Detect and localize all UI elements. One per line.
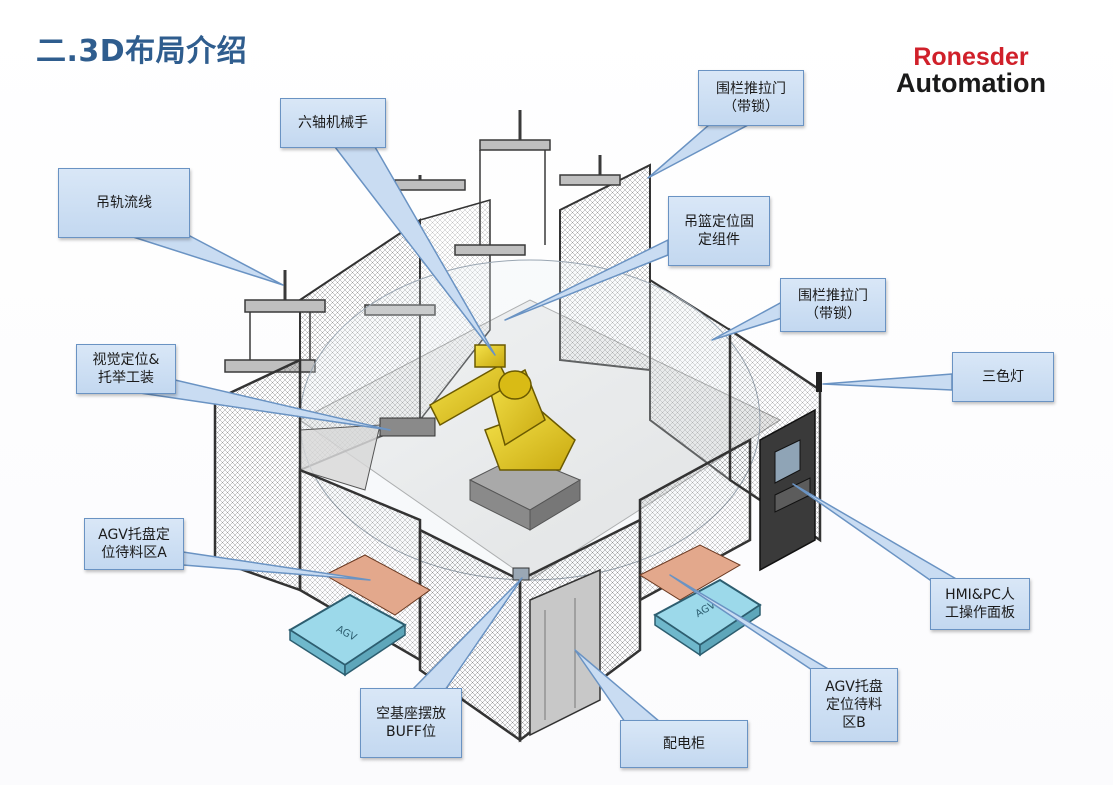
callout-hanging-rail-line: 吊轨流线 <box>58 168 190 238</box>
callout-basket-fixture-text: 吊篮定位固 定组件 <box>684 214 754 248</box>
callout-tricolor-light: 三色灯 <box>952 352 1054 402</box>
electric-cabinet <box>529 568 601 737</box>
logo-line-automation: Automation <box>896 68 1046 98</box>
pointer-fence-door-right <box>711 301 783 341</box>
pointer-hanging-rail <box>129 235 284 286</box>
tricolor-light <box>816 372 822 392</box>
callout-pointers <box>129 123 959 723</box>
hanging-rail-assembly <box>224 110 621 373</box>
callout-agv-station-a: AGV托盘定 位待料区A <box>84 518 184 570</box>
agv-cart-a: AGV <box>288 593 407 677</box>
slide-title: 二.3D布局介绍 <box>36 34 248 69</box>
callout-vision-fixture-text: 视觉定位& 托举工装 <box>92 352 160 386</box>
callout-agv-station-a-text: AGV托盘定 位待料区A <box>98 527 170 561</box>
callout-fence-door-top: 围栏推拉门 （带锁） <box>698 70 804 126</box>
agv-pallet-a <box>323 554 431 616</box>
callout-hmi-panel: HMI&PC人 工操作面板 <box>930 578 1030 630</box>
callout-hmi-panel-text: HMI&PC人 工操作面板 <box>945 587 1015 621</box>
callout-agv-station-b-text: AGV托盘 定位待料 区B <box>825 679 883 731</box>
callout-buff-base-text: 空基座摆放 BUFF位 <box>376 706 446 740</box>
callout-electric-cabinet: 配电柜 <box>620 720 748 768</box>
callout-six-axis-robot: 六轴机械手 <box>280 98 386 148</box>
callout-basket-fixture: 吊篮定位固 定组件 <box>668 196 770 266</box>
callout-hanging-rail-line-text: 吊轨流线 <box>96 195 152 211</box>
agv-pallet-b <box>638 544 742 601</box>
callout-fence-door-top-text: 围栏推拉门 （带锁） <box>716 81 786 115</box>
fence-front-right-2 <box>638 437 752 603</box>
callout-six-axis-robot-text: 六轴机械手 <box>298 115 368 131</box>
company-logo: Ronesder Automation <box>878 43 1064 98</box>
pointer-tricolor-light <box>822 373 953 391</box>
callout-fence-door-right: 围栏推拉门 （带锁） <box>780 278 886 332</box>
callout-fence-door-right-text: 围栏推拉门 （带锁） <box>798 288 868 322</box>
callout-tricolor-light-text: 三色灯 <box>982 369 1024 385</box>
logo-line-ronesder: Ronesder <box>913 43 1029 71</box>
callout-electric-cabinet-text: 配电柜 <box>663 736 705 752</box>
callout-buff-base: 空基座摆放 BUFF位 <box>360 688 462 758</box>
pointer-fence-door-top <box>647 123 751 179</box>
callout-agv-station-b: AGV托盘 定位待料 区B <box>810 668 898 742</box>
hmi-screen <box>774 439 801 484</box>
six-axis-robot <box>379 344 582 531</box>
callout-vision-fixture: 视觉定位& 托举工装 <box>76 344 176 394</box>
